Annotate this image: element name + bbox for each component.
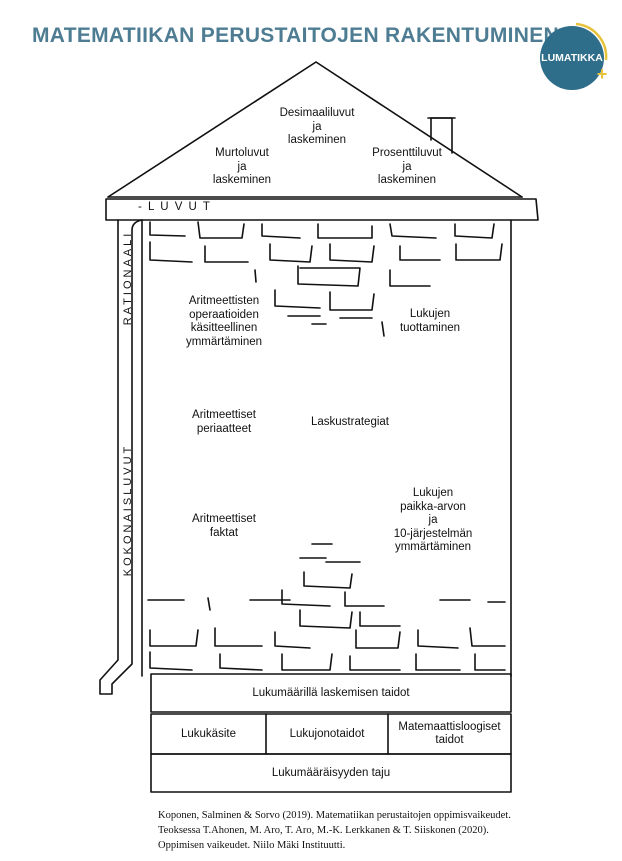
gutter-label-luvut: - L U V U T	[138, 201, 212, 213]
page-title: MATEMATIIKAN PERUSTAITOJEN RAKENTUMINEN	[32, 24, 559, 47]
logo-arc	[575, 22, 608, 61]
citation-line: Teoksessa T.Ahonen, M. Aro, T. Aro, M.-K…	[158, 825, 489, 836]
lumatikka-logo: LUMATIKKA +	[540, 22, 608, 90]
wall-label-place-value: Lukujen paikka-arvon ja 10-järjestelmän …	[393, 487, 473, 553]
roof-outline	[107, 61, 523, 198]
gutter-label-kokonaisluvut: KOKONAISLUVUT	[122, 443, 134, 577]
bricks-upper	[149, 221, 503, 337]
foundation-logic-skills: Matemaattisloogiset taidot	[398, 721, 501, 746]
downpipe	[99, 219, 143, 695]
logo-text: LUMATIKKA	[541, 52, 603, 64]
wall-label-conceptual: Aritmeettisten operaatioiden käsitteelli…	[185, 295, 263, 348]
citation-line: Koponen, Salminen & Sorvo (2019). Matema…	[158, 810, 511, 821]
wall-label-principles: Aritmeettiset periaatteet	[192, 409, 256, 435]
foundation-sequence-skills: Lukujonotaidot	[289, 727, 365, 740]
logo-plus: +	[597, 64, 608, 84]
wall-label-number-production: Lukujen tuottaminen	[399, 308, 461, 334]
citation: Koponen, Salminen & Sorvo (2019). Matema…	[158, 808, 598, 853]
bricks-lower	[147, 543, 506, 671]
roof-label-fractions: Murtoluvut ja laskeminen	[212, 147, 272, 186]
citation-line: Oppimisen vaikeudet. Niilo Mäki Instituu…	[158, 840, 346, 851]
roof-label-decimals: Desimaaliluvut ja laskeminen	[279, 107, 355, 146]
logo-circle	[540, 26, 604, 90]
foundation-top-row	[150, 673, 512, 713]
foundation-number-concept: Lukukäsite	[181, 727, 236, 740]
foundation-counting-skills: Lukumäärillä laskemisen taidot	[252, 686, 410, 699]
roof-label-percentages: Prosenttiluvut ja laskeminen	[372, 147, 442, 186]
wall-label-facts: Aritmeettiset faktat	[192, 513, 256, 539]
foundation-bottom-row	[150, 753, 512, 793]
gutter-label-rationaali: RATIONAALI	[122, 230, 134, 326]
foundation-number-sense: Lukumääräisyyden taju	[271, 766, 391, 779]
wall-label-strategies: Laskustrategiat	[311, 416, 389, 428]
gutter-board	[105, 198, 539, 221]
